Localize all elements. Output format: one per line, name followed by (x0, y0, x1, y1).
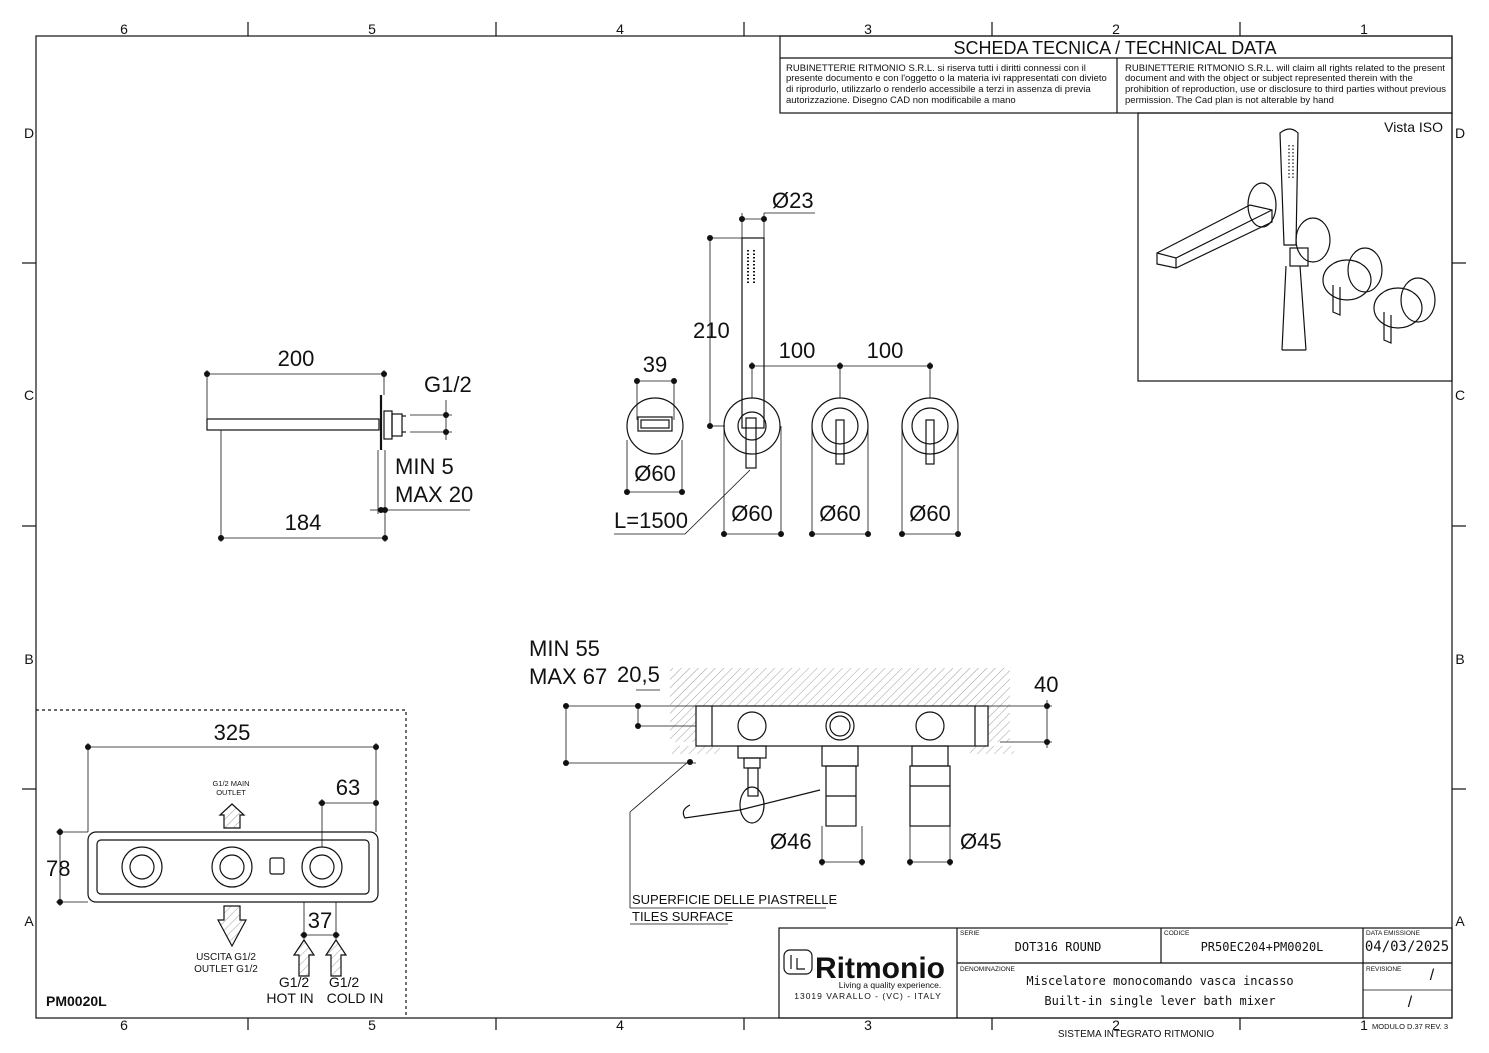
dim-spout-max: MAX 20 (395, 482, 473, 507)
brand-logo: Ritmonio (815, 952, 945, 985)
row-label-left: C (24, 387, 34, 403)
dim-spout-inner: 184 (285, 510, 322, 535)
legal-text-en: document and with the object or subject … (1125, 73, 1413, 84)
box-code: PM0020L (46, 993, 107, 1009)
dim-section-min: MIN 55 (529, 636, 600, 661)
drawing-frame: 6 5 4 3 2 1 6 5 4 3 2 1 D C B A D C B A (22, 21, 1466, 1033)
data-label: DATA EMISSIONE (1366, 930, 1421, 937)
legal-text-it: di riprodurlo, utilizzarlo o renderlo ac… (786, 84, 1091, 95)
dim-spout-length: 200 (278, 346, 315, 371)
col-label-top: 1 (1360, 21, 1368, 37)
serie-value: DOT316 ROUND (1015, 940, 1102, 954)
col-label-bottom: 2 (1112, 1017, 1120, 1033)
hot-in-label: G1/2 (279, 974, 310, 990)
legal-text-it: autorizzazione. Disegno CAD non modifica… (786, 95, 1016, 106)
col-label-top: 3 (864, 21, 872, 37)
dim-spacing-1: 100 (779, 338, 816, 363)
col-label-bottom: 4 (616, 1017, 624, 1033)
col-label-bottom: 5 (368, 1017, 376, 1033)
brand-tagline: Living a quality experience. (839, 980, 942, 990)
row-label-left: A (24, 913, 34, 929)
col-label-bottom: 3 (864, 1017, 872, 1033)
codice-label: CODICE (1164, 930, 1190, 937)
revision-value: / (1430, 967, 1435, 984)
dim-section-diam-2: Ø45 (960, 829, 1002, 854)
iso-drawing (1156, 128, 1436, 351)
title-block: Ritmonio Living a quality experience. 13… (778, 927, 1453, 1019)
description-en: Built-in single lever bath mixer (1044, 994, 1275, 1008)
dim-box-pitch: 37 (308, 908, 332, 933)
dim-spout-thread: G1/2 (424, 372, 472, 397)
cold-in-label: COLD IN (327, 990, 384, 1006)
denominazione-label: DENOMINAZIONE (960, 966, 1016, 973)
box-view: 325 63 78 37 G1/2 MAIN OUTLET USCITA G1/… (36, 709, 407, 1018)
dim-box-offset: 63 (336, 775, 360, 800)
row-label-left: B (24, 651, 33, 667)
main-outlet-label: OUTLET (216, 788, 246, 797)
dim-box-height: 78 (46, 856, 70, 881)
description-it: Miscelatore monocomando vasca incasso (1026, 974, 1293, 988)
iso-view-label: Vista ISO (1384, 119, 1443, 135)
codice-value: PR50EC204+PM0020L (1201, 940, 1324, 954)
serie-label: SERIE (960, 930, 980, 937)
row-label-right: A (1455, 913, 1465, 929)
legal-text-en: prohibition of reproduction, use or disc… (1125, 84, 1446, 95)
legal-text-it: RUBINETTERIE RITMONIO S.R.L. si riserva … (786, 63, 1086, 74)
dim-plate-1: Ø60 (731, 501, 773, 526)
dim-spout-min: MIN 5 (395, 454, 454, 479)
dim-holder-diameter: Ø60 (634, 461, 676, 486)
col-label-bottom: 6 (120, 1017, 128, 1033)
row-label-right: D (1455, 125, 1465, 141)
footer-module: MODULO D.37 REV. 3 (1372, 1022, 1448, 1031)
dim-spacing-2: 100 (867, 338, 904, 363)
spout-view: 200 G1/2 MIN 5 MAX 20 184 (204, 346, 473, 542)
dim-section-depth: 40 (1034, 672, 1058, 697)
outlet-label: OUTLET G1/2 (194, 964, 258, 975)
brand-address: 13019 VARALLO - (VC) - ITALY (794, 991, 942, 1001)
legal-text-it: presente documento e con l'oggetto o la … (786, 73, 1107, 84)
col-label-top: 4 (616, 21, 624, 37)
tiles-surface-en: TILES SURFACE (632, 909, 733, 924)
col-label-top: 2 (1112, 21, 1120, 37)
outlet-label: USCITA G1/2 (196, 952, 256, 963)
dim-section-diam-1: Ø46 (770, 829, 812, 854)
dim-section-offset: 20,5 (617, 662, 660, 687)
col-label-bottom: 1 (1360, 1017, 1368, 1033)
dim-holder-width: 39 (643, 352, 667, 377)
row-label-right: B (1455, 651, 1464, 667)
header-title: SCHEDA TECNICA / TECHNICAL DATA (953, 38, 1276, 58)
cold-in-label: G1/2 (329, 974, 360, 990)
legal-text-en: permission. The Cad plan is not alterabl… (1125, 95, 1334, 106)
iso-view: Vista ISO (1137, 112, 1453, 382)
footer-system: SISTEMA INTEGRATO RITMONIO (1058, 1029, 1215, 1040)
dim-plate-3: Ø60 (909, 501, 951, 526)
section-view: MIN 55 MAX 67 20,5 40 Ø46 Ø45 SUPERFICIE… (529, 636, 1058, 925)
col-label-top: 5 (368, 21, 376, 37)
tiles-surface-it: SUPERFICIE DELLE PIASTRELLE (632, 892, 838, 907)
header-block: SCHEDA TECNICA / TECHNICAL DATA RUBINETT… (779, 35, 1453, 114)
main-outlet-label: G1/2 MAIN (212, 779, 249, 788)
dim-section-max: MAX 67 (529, 664, 607, 689)
hot-in-label: HOT IN (266, 990, 313, 1006)
front-view: Ø23 210 100 100 39 Ø60 L=1500 Ø60 Ø60 Ø6… (614, 188, 961, 537)
row-label-left: D (24, 125, 34, 141)
revisione-label: REVISIONE (1366, 966, 1402, 973)
revision-value: / (1408, 994, 1413, 1011)
legal-text-en: RUBINETTERIE RITMONIO S.R.L. will claim … (1125, 63, 1445, 74)
dim-hand-height: 210 (693, 318, 730, 343)
dim-hose-length: L=1500 (614, 508, 688, 533)
row-label-right: C (1455, 387, 1465, 403)
dim-box-width: 325 (214, 720, 251, 745)
dim-hand-diameter: Ø23 (772, 188, 814, 213)
col-label-top: 6 (120, 21, 128, 37)
data-value: 04/03/2025 (1365, 939, 1449, 955)
dim-plate-2: Ø60 (819, 501, 861, 526)
